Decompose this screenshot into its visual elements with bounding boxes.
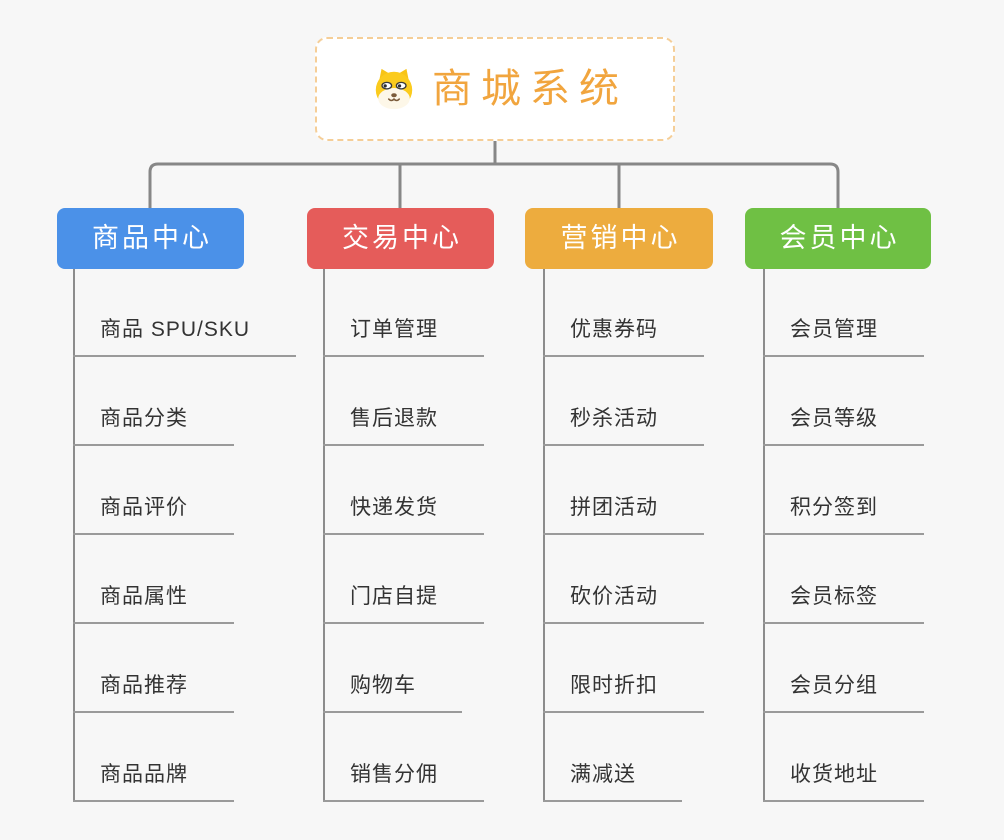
leaf-node[interactable]: 快递发货	[323, 494, 484, 535]
branch-label-member-center: 会员中心	[779, 223, 900, 253]
leaf-label: 商品属性	[100, 585, 188, 608]
leaf-label: 商品推荐	[100, 674, 188, 697]
leaf-label: 售后退款	[350, 407, 438, 430]
leaf-label: 砍价活动	[570, 585, 658, 608]
leaf-node[interactable]: 会员等级	[763, 405, 924, 446]
leaf-label: 会员分组	[790, 674, 878, 697]
root-title: 商城系统	[432, 67, 628, 111]
leaf-label: 商品 SPU/SKU	[100, 318, 251, 341]
leaf-node[interactable]: 商品分类	[73, 405, 234, 446]
leaf-label: 商品分类	[100, 407, 188, 430]
branch-node-member-center[interactable]: 会员中心	[745, 208, 931, 269]
leaf-node[interactable]: 积分签到	[763, 494, 924, 535]
leaf-label: 会员管理	[790, 318, 878, 341]
leaf-label: 会员标签	[790, 585, 878, 608]
branch-label-trade-center: 交易中心	[342, 223, 462, 253]
leaf-label: 快递发货	[350, 496, 438, 519]
leaf-node[interactable]: 售后退款	[323, 405, 484, 446]
leaf-node[interactable]: 会员分组	[763, 672, 924, 713]
leaf-node[interactable]: 会员标签	[763, 583, 924, 624]
leaf-label: 门店自提	[350, 585, 438, 608]
leaf-node[interactable]: 商品 SPU/SKU	[73, 316, 297, 357]
leaf-label: 商品品牌	[100, 763, 188, 786]
leaf-label: 商品评价	[100, 496, 188, 519]
leaf-label: 销售分佣	[350, 763, 438, 786]
leaf-node[interactable]: 商品推荐	[73, 672, 234, 713]
leaf-node[interactable]: 限时折扣	[543, 672, 704, 713]
leaf-node[interactable]: 门店自提	[323, 583, 484, 624]
leaf-node[interactable]: 满减送	[543, 761, 682, 802]
branch-node-trade-center[interactable]: 交易中心	[307, 208, 494, 269]
shiba-dog-icon	[371, 66, 417, 112]
branch-label-product-center: 商品中心	[92, 223, 212, 253]
leaf-node[interactable]: 优惠券码	[543, 316, 704, 357]
leaf-node[interactable]: 秒杀活动	[543, 405, 704, 446]
root-node[interactable]: 商城系统	[315, 37, 675, 141]
leaf-node[interactable]: 商品属性	[73, 583, 234, 624]
leaf-node[interactable]: 商品评价	[73, 494, 234, 535]
leaf-node[interactable]: 商品品牌	[73, 761, 234, 802]
leaf-label: 购物车	[350, 674, 416, 697]
leaf-label: 收货地址	[790, 763, 878, 786]
leaf-label: 订单管理	[350, 318, 438, 341]
leaf-label: 限时折扣	[570, 674, 658, 697]
leaf-label: 积分签到	[790, 496, 878, 519]
branch-node-marketing-center[interactable]: 营销中心	[525, 208, 713, 269]
leaf-label: 拼团活动	[570, 496, 658, 519]
leaf-node[interactable]: 会员管理	[763, 316, 924, 357]
branch-label-marketing-center: 营销中心	[560, 223, 681, 253]
leaf-node[interactable]: 拼团活动	[543, 494, 704, 535]
leaf-node[interactable]: 销售分佣	[323, 761, 484, 802]
leaf-label: 秒杀活动	[570, 407, 658, 430]
branch-node-product-center[interactable]: 商品中心	[57, 208, 244, 269]
leaf-node[interactable]: 砍价活动	[543, 583, 704, 624]
leaf-node[interactable]: 订单管理	[323, 316, 484, 357]
leaf-label: 满减送	[570, 763, 636, 786]
leaf-node[interactable]: 收货地址	[763, 761, 924, 802]
leaf-label: 会员等级	[790, 407, 878, 430]
leaf-label: 优惠券码	[570, 318, 658, 341]
leaf-node[interactable]: 购物车	[323, 672, 462, 713]
